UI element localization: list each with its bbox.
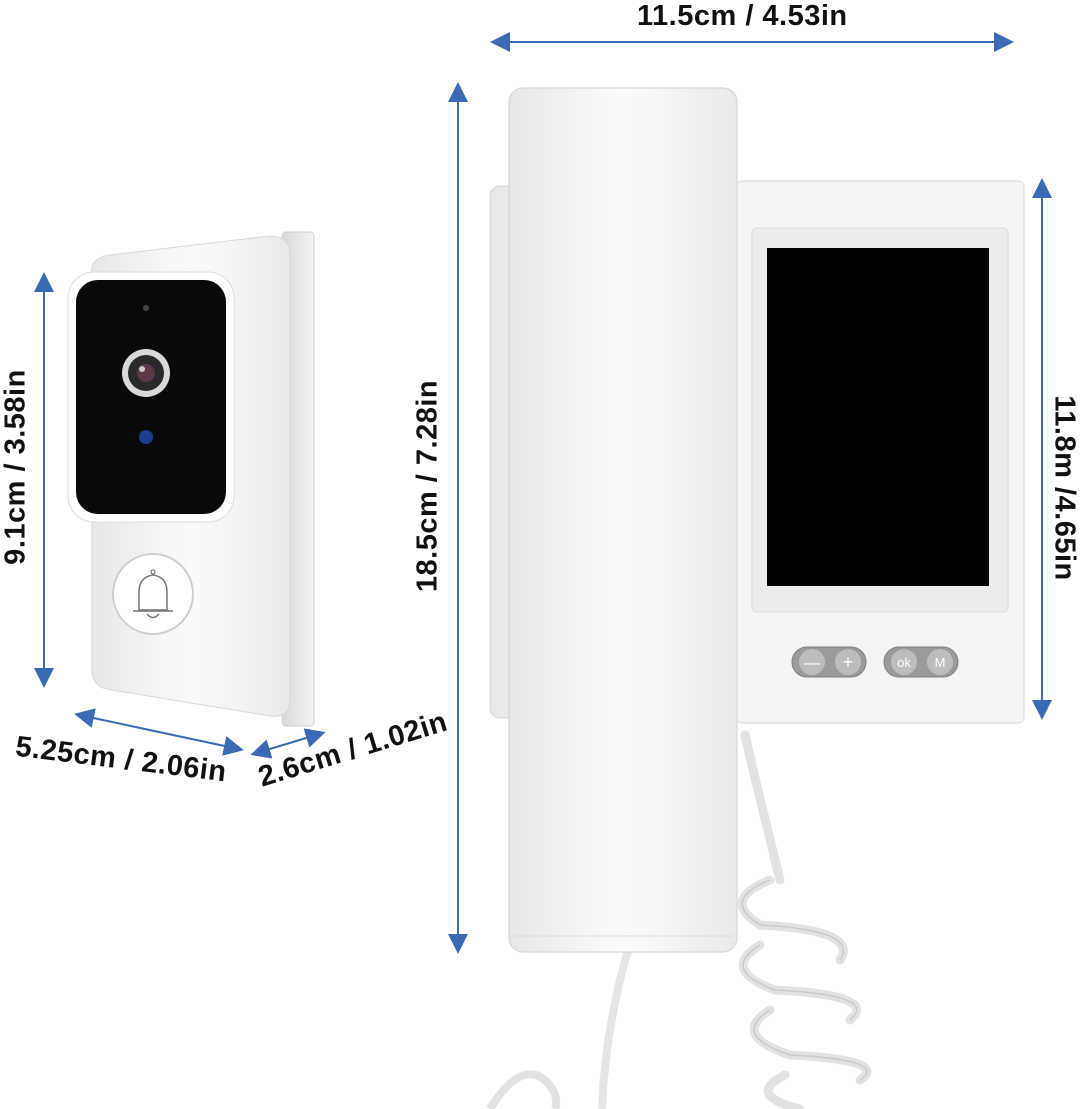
doorbell-width-arrow bbox=[74, 708, 244, 756]
handset bbox=[508, 87, 738, 953]
bell-icon bbox=[133, 574, 173, 612]
plus-button[interactable] bbox=[835, 649, 861, 675]
button-group-volume: — + bbox=[791, 646, 867, 678]
doorbell-camera-panel bbox=[76, 280, 226, 514]
sensor-icon bbox=[139, 430, 153, 444]
doorbell-depth-arrow bbox=[250, 728, 326, 759]
doorbell-height-label: 9.1cm / 3.58in bbox=[0, 369, 32, 565]
ok-button[interactable] bbox=[891, 649, 917, 675]
monitor-height-label: 18.5cm / 7.28in bbox=[411, 379, 444, 593]
monitor-width-label: 11.5cm / 4.53in bbox=[637, 0, 848, 32]
bell-button bbox=[112, 553, 194, 635]
doorbell-unit bbox=[67, 231, 315, 727]
ok-button-label: ok bbox=[897, 655, 911, 670]
straight-cord bbox=[598, 948, 632, 1109]
menu-button-label: M bbox=[935, 655, 946, 670]
minus-button-label: — bbox=[804, 655, 820, 672]
menu-button[interactable] bbox=[927, 649, 953, 675]
indoor-monitor: — + ok M bbox=[486, 87, 1025, 1109]
minus-button[interactable] bbox=[799, 649, 825, 675]
plus-button-label: + bbox=[843, 652, 854, 672]
coiled-cord bbox=[737, 730, 872, 1109]
button-group-menu: ok M bbox=[883, 646, 959, 678]
screen-height-label: 11.8m /4.65in bbox=[1048, 395, 1080, 581]
microphone-icon bbox=[143, 305, 149, 311]
monitor-screen bbox=[767, 248, 989, 586]
